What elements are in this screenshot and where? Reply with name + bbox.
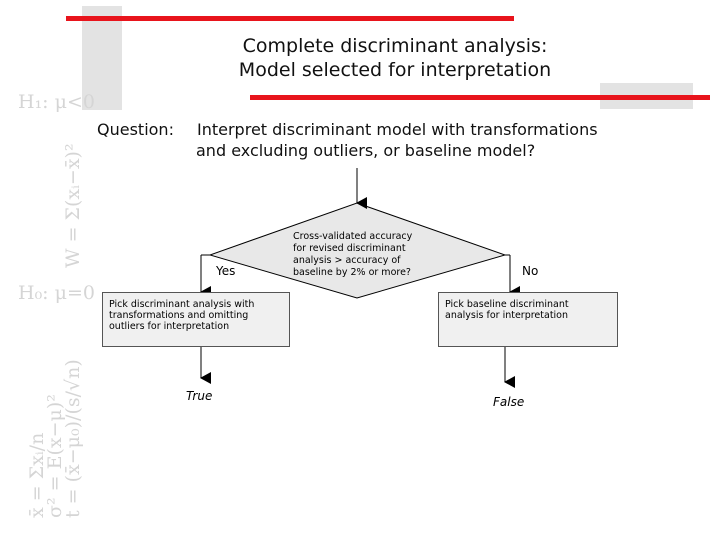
decision-line1: Cross-validated accuracy [293,231,413,242]
decision-line4: baseline by 2% or more? [293,267,411,278]
left-box-line3: outliers for interpretation [109,321,230,332]
decor-grey-vertical-bar [82,6,122,110]
decision-text: Cross-validated accuracy for revised dis… [293,231,412,279]
slide-title-line1: Complete discriminant analysis: [242,35,548,57]
decision-line2: for revised discriminant [293,243,406,254]
outcome-true: True [186,389,213,403]
math-watermark-mid: H₀: μ=0 [18,282,95,304]
question-line1: Interpret discriminant model with transf… [197,120,598,139]
question-label: Question: [97,120,174,139]
right-box-line2: analysis for interpretation [445,310,569,321]
math-watermark: H₁: μ<0 H₀: μ=0 x̄ = Σxᵢ/n σ² = E(x−μ)² … [12,88,95,528]
decision-diamond [208,202,507,299]
decision-line3: analysis > accuracy of [293,255,401,266]
question-line2: and excluding outliers, or baseline mode… [196,141,536,160]
question-text: Question: Interpret discriminant model wi… [97,119,697,161]
decor-red-bar-top [66,16,514,21]
decor-red-bar-bottom [250,95,710,100]
yes-label: Yes [216,264,236,278]
slide-title: Complete discriminant analysis: Model se… [150,34,640,82]
slide-title-line2: Model selected for interpretation [238,59,552,81]
right-result-box: Pick baseline discriminant analysis for … [438,292,618,347]
outcome-false: False [493,395,525,409]
right-box-line1: Pick baseline discriminant [445,299,569,310]
left-result-box: Pick discriminant analysis with transfor… [102,292,290,347]
no-label: No [522,264,539,278]
left-box-line1: Pick discriminant analysis with [109,299,255,310]
left-box-line2: transformations and omitting [109,310,249,321]
math-watermark-top: H₁: μ<0 [18,91,95,113]
